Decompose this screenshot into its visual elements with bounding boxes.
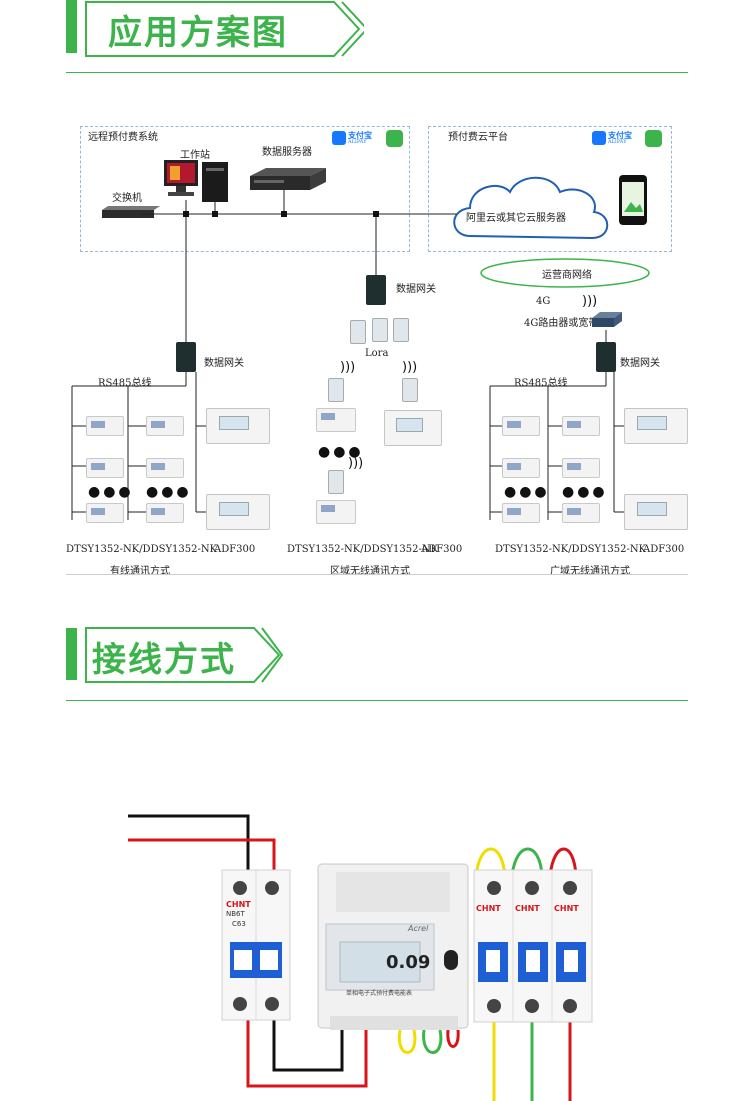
- wifi-icon: ))): [340, 360, 356, 375]
- wireless-module: [328, 378, 344, 402]
- energy-meter: [502, 458, 540, 478]
- adf300-meter: [624, 408, 688, 444]
- data-gateway-icon: [176, 342, 196, 372]
- gateway-label: 数据网关: [204, 358, 244, 369]
- network-backbone: [71, 176, 650, 520]
- adf300-label: ADF300: [643, 544, 685, 555]
- caption-wired: 有线通讯方式: [110, 566, 170, 577]
- wechat-pay-icon: [386, 130, 403, 147]
- section-title-frame: [85, 627, 284, 683]
- wireless-module: [328, 470, 344, 494]
- wifi-icon: ))): [348, 456, 364, 471]
- breaker-brand: CHNT: [515, 904, 540, 913]
- wiring-diagram: [128, 814, 593, 1101]
- breaker-rating: C63: [232, 920, 246, 928]
- rs485-label: RS485总线: [514, 378, 568, 389]
- section-divider: [66, 72, 688, 73]
- meter-reading: 0.09: [386, 952, 431, 973]
- switch-label: 交换机: [112, 193, 142, 204]
- wifi-icon: ))): [582, 294, 598, 309]
- data-gateway-icon: [596, 342, 616, 372]
- section-marker: [66, 628, 77, 680]
- alipay-logo: 支付宝 ALIPAY: [592, 130, 642, 147]
- more-dots: ●●●: [146, 484, 192, 500]
- energy-meter: [146, 458, 184, 478]
- data-server-label: 数据服务器: [262, 147, 312, 158]
- section-title-frame: [85, 1, 364, 57]
- wifi-icon: ))): [402, 360, 418, 375]
- lora-label: Lora: [365, 348, 389, 359]
- wireless-module: [402, 378, 418, 402]
- lora-module: [350, 320, 366, 344]
- adf300-meter: [384, 410, 442, 446]
- gateway-label: 数据网关: [620, 358, 660, 369]
- alipay-logo: 支付宝 ALIPAY: [332, 130, 382, 147]
- carrier-network-label: 运营商网络: [542, 270, 592, 281]
- column-model-label: DTSY1352-NK/DDSY1352-NK: [287, 544, 439, 555]
- router-label: 4G路由器或宽带: [524, 318, 599, 329]
- energy-meter: [86, 503, 124, 523]
- energy-meter: [502, 416, 540, 436]
- lora-module: [372, 318, 388, 342]
- workstation-label: 工作站: [180, 150, 210, 161]
- data-gateway-icon: [366, 275, 386, 305]
- section-title-diagram: 应用方案图: [108, 13, 288, 53]
- breaker-model: NB6T: [226, 910, 245, 918]
- left-box-title: 远程预付费系统: [88, 132, 158, 143]
- breaker-brand: CHNT: [226, 900, 251, 909]
- smartphone-icon: [619, 175, 647, 225]
- energy-meter: [316, 500, 356, 524]
- adf300-label: ADF300: [421, 544, 463, 555]
- energy-meter: [562, 503, 600, 523]
- energy-meter: [86, 416, 124, 436]
- 4g-router-icon: [592, 312, 622, 327]
- energy-meter: [562, 416, 600, 436]
- gateway-label: 数据网关: [396, 284, 436, 295]
- lora-module: [393, 318, 409, 342]
- workstation-icon: [164, 160, 228, 202]
- server-icon: [250, 168, 326, 190]
- more-dots: ●●●: [88, 484, 134, 500]
- energy-meter: [316, 408, 356, 432]
- breaker-brand: CHNT: [476, 904, 501, 913]
- 4g-label: 4G: [536, 296, 551, 307]
- energy-meter: [146, 416, 184, 436]
- column-model-label: DTSY1352-NK/DDSY1352-NK: [495, 544, 647, 555]
- caption-area-wireless: 区域无线通讯方式: [330, 566, 410, 577]
- adf300-meter: [624, 494, 688, 530]
- rs485-label: RS485总线: [98, 378, 152, 389]
- energy-meter: [562, 458, 600, 478]
- network-switch-icon: [102, 206, 160, 218]
- remote-prepaid-system-box: [80, 126, 410, 252]
- diagram-bottom-rule: [66, 574, 688, 575]
- breaker-brand: CHNT: [554, 904, 579, 913]
- meter-name: 单相电子式预付费电能表: [346, 990, 413, 997]
- section-title-wiring: 接线方式: [92, 640, 236, 680]
- energy-meter: [86, 458, 124, 478]
- caption-wide-wireless: 广域无线通讯方式: [550, 566, 630, 577]
- adf300-label: ADF300: [214, 544, 256, 555]
- wechat-pay-icon: [645, 130, 662, 147]
- more-dots: ●●●: [504, 484, 550, 500]
- right-box-title: 预付费云平台: [448, 132, 508, 143]
- meter-brand: Acrel: [408, 924, 429, 933]
- section-marker: [66, 0, 77, 53]
- adf300-meter: [206, 408, 270, 444]
- more-dots: ●●●: [318, 444, 364, 460]
- energy-meter: [502, 503, 540, 523]
- cloud-label: 阿里云或其它云服务器: [466, 213, 566, 224]
- adf300-meter: [206, 494, 270, 530]
- section-divider: [66, 700, 688, 701]
- column-model-label: DTSY1352-NK/DDSY1352-NK: [66, 544, 218, 555]
- more-dots: ●●●: [562, 484, 608, 500]
- energy-meter: [146, 503, 184, 523]
